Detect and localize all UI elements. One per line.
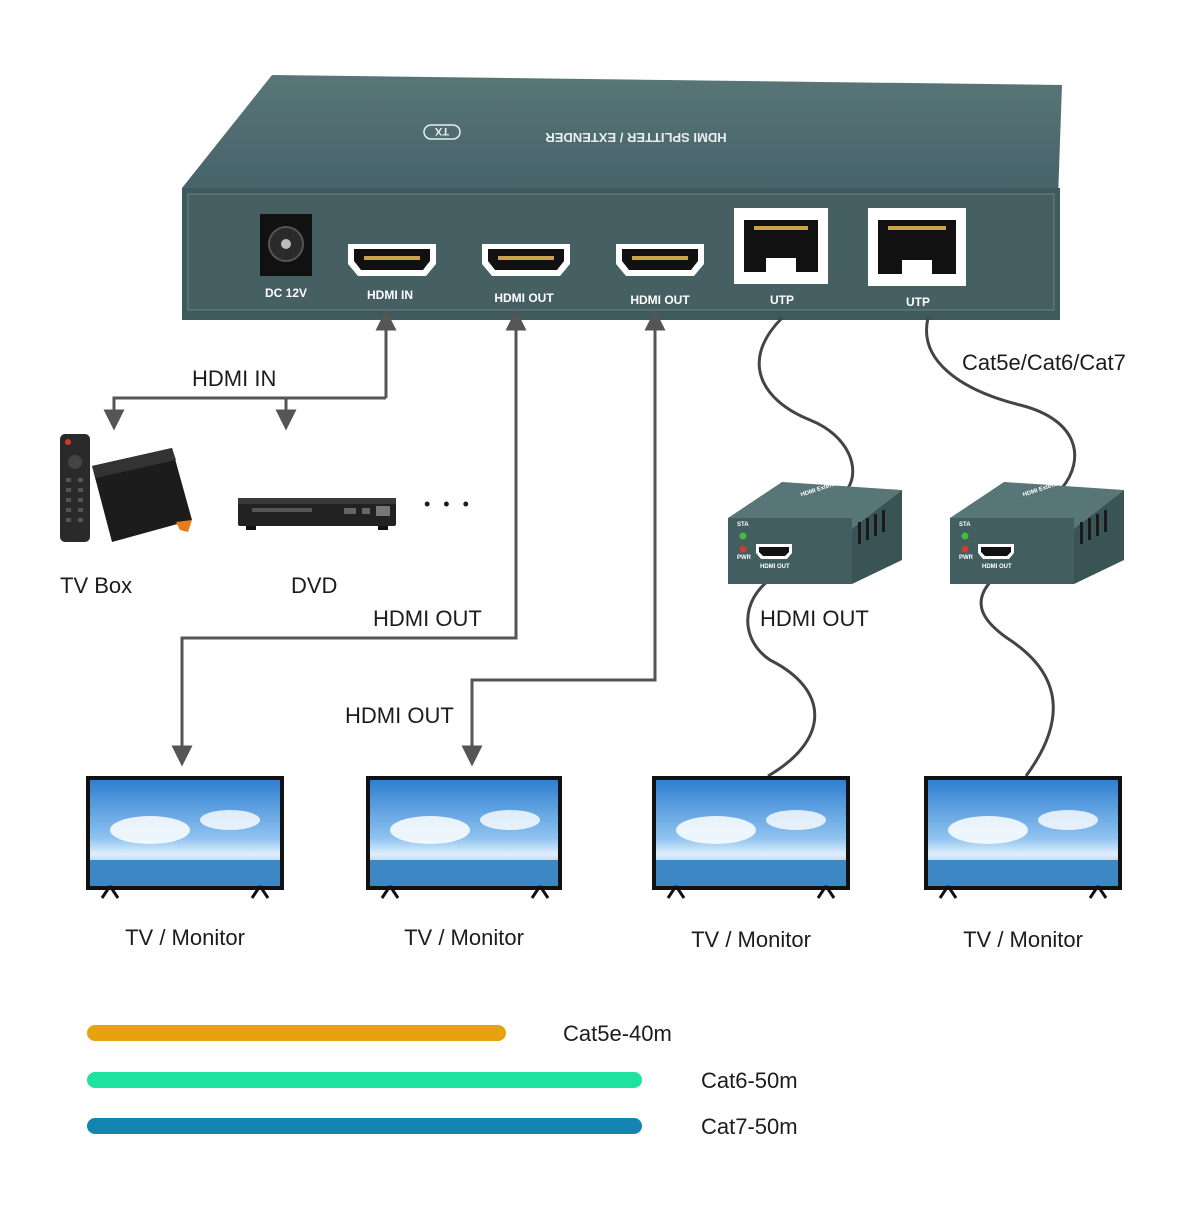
receiver-1-sta-label: STA <box>737 522 749 528</box>
splitter-top-label-group: HDMI SPLITTER / EXTENDER <box>545 130 727 145</box>
utp-cable-1 <box>757 316 855 489</box>
receiver-1-pwr-label: PWR <box>737 555 751 561</box>
legend-label-cat7: Cat7-50m <box>701 1114 798 1139</box>
legend-label-cat6: Cat6-50m <box>701 1068 798 1093</box>
monitor-3 <box>652 776 850 899</box>
more-sources-ellipsis: • • • <box>424 494 473 514</box>
hdmi-cable-receiver-2 <box>979 574 1055 777</box>
utp-port-2 <box>868 208 966 286</box>
monitor-4-label: TV / Monitor <box>963 927 1083 952</box>
connector-lines <box>103 309 666 767</box>
receiver-1-pwr-led <box>739 545 747 553</box>
hdmi-out-label-mid: HDMI OUT <box>345 703 454 728</box>
hdmi-out-port-2 <box>616 244 704 276</box>
utp-cable-2 <box>925 317 1077 489</box>
monitor-4 <box>924 776 1122 899</box>
splitter-top-face <box>182 75 1062 198</box>
dvd-body <box>238 498 396 526</box>
receiver-1-port-label: HDMI OUT <box>760 564 790 570</box>
receiver-1-side <box>850 490 902 584</box>
legend-label-cat5e: Cat5e-40m <box>563 1021 672 1046</box>
monitor-3-label: TV / Monitor <box>691 927 811 952</box>
port-label-hdmi-out-1: HDMI OUT <box>494 291 554 305</box>
receiver-2-vents <box>1080 510 1107 544</box>
port-label-utp-1: UTP <box>770 293 794 307</box>
receiver-2-pwr-led <box>961 545 969 553</box>
hdmi-in-line-tvbox <box>103 396 386 431</box>
hdmi-out-line-2 <box>461 309 666 767</box>
monitor-1-label: TV / Monitor <box>125 925 245 950</box>
utp-port-1 <box>734 208 828 284</box>
receiver-2-port-label: HDMI OUT <box>982 564 1012 570</box>
port-label-hdmi-out-2: HDMI OUT <box>630 293 690 307</box>
cables <box>746 316 1077 778</box>
receiver-1 <box>728 482 902 584</box>
cable-types-label: Cat5e/Cat6/Cat7 <box>962 350 1126 375</box>
tx-badge-group: TX <box>423 124 461 140</box>
receiver-2-pwr-label: PWR <box>959 555 973 561</box>
port-label-utp-2: UTP <box>906 295 930 309</box>
monitor-2-label: TV / Monitor <box>404 925 524 950</box>
monitor-1 <box>86 776 284 899</box>
port-label-dc: DC 12V <box>264 286 308 300</box>
hdmi-cable-receiver-1 <box>746 576 817 778</box>
receiver-2 <box>950 482 1124 584</box>
tv-box-with-remote <box>60 434 192 542</box>
receiver-1-sta-led <box>739 532 747 540</box>
tv-box-label: TV Box <box>60 573 133 598</box>
dvd-label: DVD <box>291 573 338 598</box>
legend-bar-cat7 <box>87 1118 642 1134</box>
receiver-2-side <box>1072 490 1124 584</box>
remote-control <box>60 434 90 542</box>
tx-badge: TX <box>434 125 449 137</box>
hdmi-out-port-1 <box>482 244 570 276</box>
hdmi-out-label-receiver: HDMI OUT <box>760 606 869 631</box>
legend-bar-cat5e <box>87 1025 506 1041</box>
hdmi-in-label: HDMI IN <box>192 366 277 391</box>
receiver-2-sta-led <box>961 532 969 540</box>
dvd-player <box>238 498 396 530</box>
dc-jack-pin <box>281 239 291 249</box>
receiver-2-sta-label: STA <box>959 522 971 528</box>
receiver-1-vents <box>858 510 885 544</box>
dvd-tray <box>252 508 312 512</box>
tv-box-accent <box>176 520 192 532</box>
splitter-top-label: HDMI SPLITTER / EXTENDER <box>545 130 727 145</box>
monitor-2 <box>366 776 562 899</box>
port-label-hdmi-in: HDMI IN <box>367 288 413 302</box>
hdmi-in-port <box>348 244 436 276</box>
hdmi-out-label-left: HDMI OUT <box>373 606 482 631</box>
legend-bar-cat6 <box>87 1072 642 1088</box>
splitter-device <box>182 75 1062 320</box>
